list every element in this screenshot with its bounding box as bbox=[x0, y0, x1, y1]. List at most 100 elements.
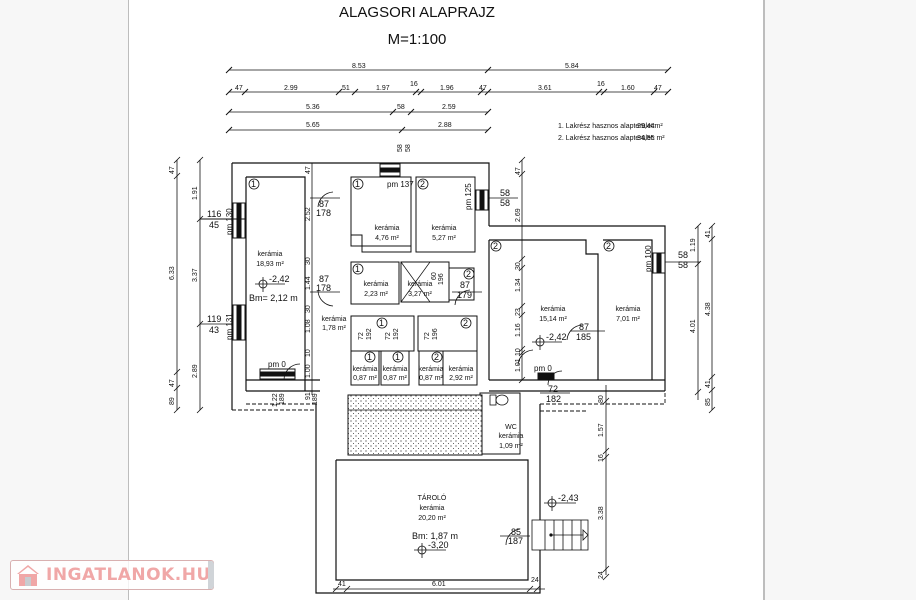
window-label: 58 bbox=[405, 144, 412, 152]
unit-marker: 1 bbox=[392, 351, 404, 363]
dim: 1.19 bbox=[690, 238, 697, 252]
door-h: 178 bbox=[316, 208, 331, 218]
door-h: 196 bbox=[432, 328, 439, 340]
svg-text:kerámia: kerámia bbox=[322, 316, 347, 323]
dim: 6.33 bbox=[169, 266, 176, 280]
dim: 1.00 bbox=[305, 364, 312, 378]
unit-marker: 1 bbox=[352, 263, 364, 275]
sill-label: pm 0 bbox=[534, 364, 552, 373]
svg-text:TÁROLÓ: TÁROLÓ bbox=[418, 493, 447, 502]
dim: 16 bbox=[598, 454, 605, 462]
page-scale: M=1:100 bbox=[387, 31, 447, 48]
svg-text:WC: WC bbox=[505, 424, 517, 431]
windows bbox=[232, 163, 666, 380]
sill-label: pm 0 bbox=[268, 360, 286, 369]
dim: 1.08 bbox=[305, 319, 312, 333]
door-labels: 87 178 87 178 87 179 87 185 72 182 85 18… bbox=[316, 199, 591, 546]
door-h: 179 bbox=[457, 290, 472, 300]
dim: 1.97 bbox=[376, 85, 390, 92]
door-w: 87 bbox=[319, 274, 329, 284]
level-label: -2,43 bbox=[558, 493, 579, 503]
watermark-logo: INGATLANOK.HU bbox=[10, 560, 214, 590]
dim: 189 bbox=[312, 393, 319, 405]
dim: 16 bbox=[410, 81, 418, 88]
legend-value-2: 34,55 m² bbox=[637, 135, 665, 142]
svg-text:0,87 m²: 0,87 m² bbox=[383, 375, 407, 382]
dim: 2.99 bbox=[284, 85, 298, 92]
dim: 4.38 bbox=[705, 302, 712, 316]
dim: 30 bbox=[515, 262, 522, 270]
dim: 189 bbox=[279, 393, 286, 405]
svg-text:1: 1 bbox=[367, 352, 372, 362]
dim: 41 bbox=[338, 581, 346, 588]
dim: 3.61 bbox=[538, 85, 552, 92]
unit-marker: 1 bbox=[376, 317, 388, 329]
dim: 2.52 bbox=[305, 207, 312, 221]
door-h: 192 bbox=[366, 328, 373, 340]
dim: 85 bbox=[705, 398, 712, 406]
walls bbox=[231, 162, 666, 594]
unit-marker: 2 bbox=[463, 268, 475, 280]
dim: 2.89 bbox=[192, 364, 199, 378]
window-label: 43 bbox=[209, 325, 219, 335]
dim: 10 bbox=[305, 349, 312, 357]
unit-marker: 1 bbox=[352, 178, 364, 190]
height-label: Bm= 2,12 m bbox=[249, 293, 298, 303]
door-w: 87 bbox=[460, 280, 470, 290]
door-h: 182 bbox=[546, 394, 561, 404]
svg-text:kerámia: kerámia bbox=[375, 225, 400, 232]
dim: 5.65 bbox=[306, 122, 320, 129]
dim: 1.96 bbox=[440, 85, 454, 92]
svg-text:1: 1 bbox=[251, 179, 256, 189]
svg-text:0,87 m²: 0,87 m² bbox=[419, 375, 443, 382]
sill-label: pm 100 bbox=[644, 245, 653, 272]
dim: 6.01 bbox=[432, 581, 446, 588]
dim: 2.88 bbox=[438, 122, 452, 129]
unit-marker: 2 bbox=[603, 240, 615, 252]
dim: 5.36 bbox=[306, 104, 320, 111]
dim: 3.38 bbox=[598, 506, 605, 520]
svg-text:1,78 m²: 1,78 m² bbox=[322, 325, 346, 332]
window-label: 58 bbox=[500, 188, 510, 198]
dim: 1.01 bbox=[515, 358, 522, 372]
door-w: 85 bbox=[511, 527, 521, 537]
dim: 1.16 bbox=[515, 323, 522, 337]
svg-text:0,87 m²: 0,87 m² bbox=[353, 375, 377, 382]
door-w: 60 bbox=[431, 272, 438, 280]
door-w: 72 bbox=[385, 332, 392, 340]
legend-value-1: 29,44m² bbox=[637, 123, 663, 130]
room-label: kerámia 4,76 m² bbox=[375, 225, 400, 242]
svg-text:kerámia: kerámia bbox=[364, 281, 389, 288]
room-label: kerámia 1,78 m² bbox=[322, 316, 347, 332]
svg-text:1: 1 bbox=[355, 264, 360, 274]
room-label: kerámia 7,01 m² bbox=[616, 306, 641, 323]
dim: 89 bbox=[169, 397, 176, 405]
window-label: 45 bbox=[209, 220, 219, 230]
level-label: -2,42 bbox=[269, 274, 290, 284]
bottom-dimensions: 41 6.01 24 bbox=[332, 577, 545, 593]
dim: 4.01 bbox=[690, 319, 697, 333]
sill-label: pm 131 bbox=[225, 313, 234, 340]
dim: 24 bbox=[598, 571, 605, 579]
dim: 80 bbox=[598, 395, 605, 403]
dim: 47 bbox=[169, 379, 176, 387]
svg-text:3,27 m²: 3,27 m² bbox=[408, 291, 432, 298]
door-h: 185 bbox=[576, 332, 591, 342]
door-h: 178 bbox=[316, 283, 331, 293]
svg-text:4,76 m²: 4,76 m² bbox=[375, 235, 399, 242]
unit-marker: 2 bbox=[417, 178, 429, 190]
drawing-page bbox=[128, 0, 765, 600]
svg-text:2,92 m²: 2,92 m² bbox=[449, 375, 473, 382]
svg-text:kerámia: kerámia bbox=[616, 306, 641, 313]
svg-text:kerámia: kerámia bbox=[419, 366, 444, 373]
svg-text:2: 2 bbox=[606, 241, 611, 251]
window-label: 58 bbox=[397, 144, 404, 152]
level-marker-icon bbox=[544, 496, 576, 511]
dim: 23 bbox=[515, 308, 522, 316]
svg-text:7,01 m²: 7,01 m² bbox=[616, 316, 640, 323]
left-dimensions: 47 6.33 47 89 1.91 3.37 2.89 bbox=[169, 156, 245, 414]
